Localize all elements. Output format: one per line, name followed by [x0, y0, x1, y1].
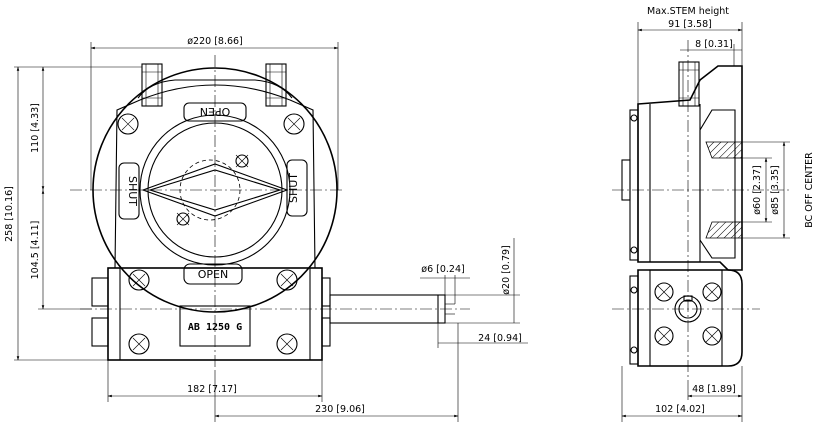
front-dimensions: ø220 [8.66] 258 [10.16] 110 [4.33] 104.5… [4, 36, 528, 422]
front-view: OPEN SHUT SHUT [70, 55, 470, 370]
side-bolt-tl [654, 282, 674, 302]
indicator-screw-lower [176, 212, 190, 226]
open-bottom-indicator: OPEN [183, 263, 243, 285]
svg-text:Max.STEM height: Max.STEM height [647, 6, 729, 17]
svg-text:24 [0.94]: 24 [0.94] [478, 333, 522, 344]
svg-text:230 [9.06]: 230 [9.06] [315, 404, 365, 415]
svg-text:ø6 [0.24]: ø6 [0.24] [421, 264, 464, 275]
svg-text:SHUT: SHUT [287, 173, 300, 203]
svg-text:91 [3.58]: 91 [3.58] [668, 19, 712, 30]
svg-text:ø85 [3.35]: ø85 [3.35] [770, 165, 781, 215]
shut-left-indicator: SHUT [118, 162, 140, 220]
bolt-bottom-right-lower [276, 333, 298, 355]
side-view [612, 40, 790, 380]
bolt-bottom-left-upper [128, 269, 150, 291]
shut-right-indicator: SHUT [286, 159, 308, 217]
svg-text:ø20 [0.79]: ø20 [0.79] [501, 245, 512, 295]
svg-text:ø60 [2.37]: ø60 [2.37] [752, 165, 763, 215]
side-bolt-bl [654, 326, 674, 346]
side-dimensions: Max.STEM height 91 [3.58] 8 [0.31] ø60 [… [621, 6, 815, 422]
bolt-bottom-left-lower [128, 333, 150, 355]
side-body-outline [637, 65, 743, 271]
bolt-bottom-right-upper [276, 269, 298, 291]
svg-text:104.5 [4.11]: 104.5 [4.11] [30, 221, 41, 280]
indicator-screw-upper [235, 154, 249, 168]
bolt-top-right [283, 113, 305, 135]
bore-section-lower [705, 221, 743, 239]
cover-plate [114, 84, 316, 269]
svg-text:AB 1250 G: AB 1250 G [188, 322, 242, 333]
svg-text:OPEN: OPEN [198, 268, 228, 281]
svg-text:102 [4.02]: 102 [4.02] [655, 404, 705, 415]
svg-text:SHUT: SHUT [126, 176, 139, 206]
top-stud-left [141, 63, 163, 107]
bore-section-upper [705, 141, 743, 159]
svg-text:258 [10.16]: 258 [10.16] [4, 186, 15, 242]
top-stud-right [265, 63, 287, 107]
svg-text:110 [4.33]: 110 [4.33] [30, 103, 41, 153]
svg-text:48 [1.89]: 48 [1.89] [692, 384, 736, 395]
svg-text:182 [7.17]: 182 [7.17] [187, 384, 237, 395]
svg-text:BC OFF CENTER: BC OFF CENTER [804, 152, 815, 228]
svg-text:8 [0.31]: 8 [0.31] [695, 39, 733, 50]
side-lower-housing [637, 269, 743, 367]
side-bolt-tr [702, 282, 722, 302]
side-bolt-br [702, 326, 722, 346]
svg-text:ø220 [8.66]: ø220 [8.66] [187, 36, 243, 47]
bolt-top-left [117, 113, 139, 135]
